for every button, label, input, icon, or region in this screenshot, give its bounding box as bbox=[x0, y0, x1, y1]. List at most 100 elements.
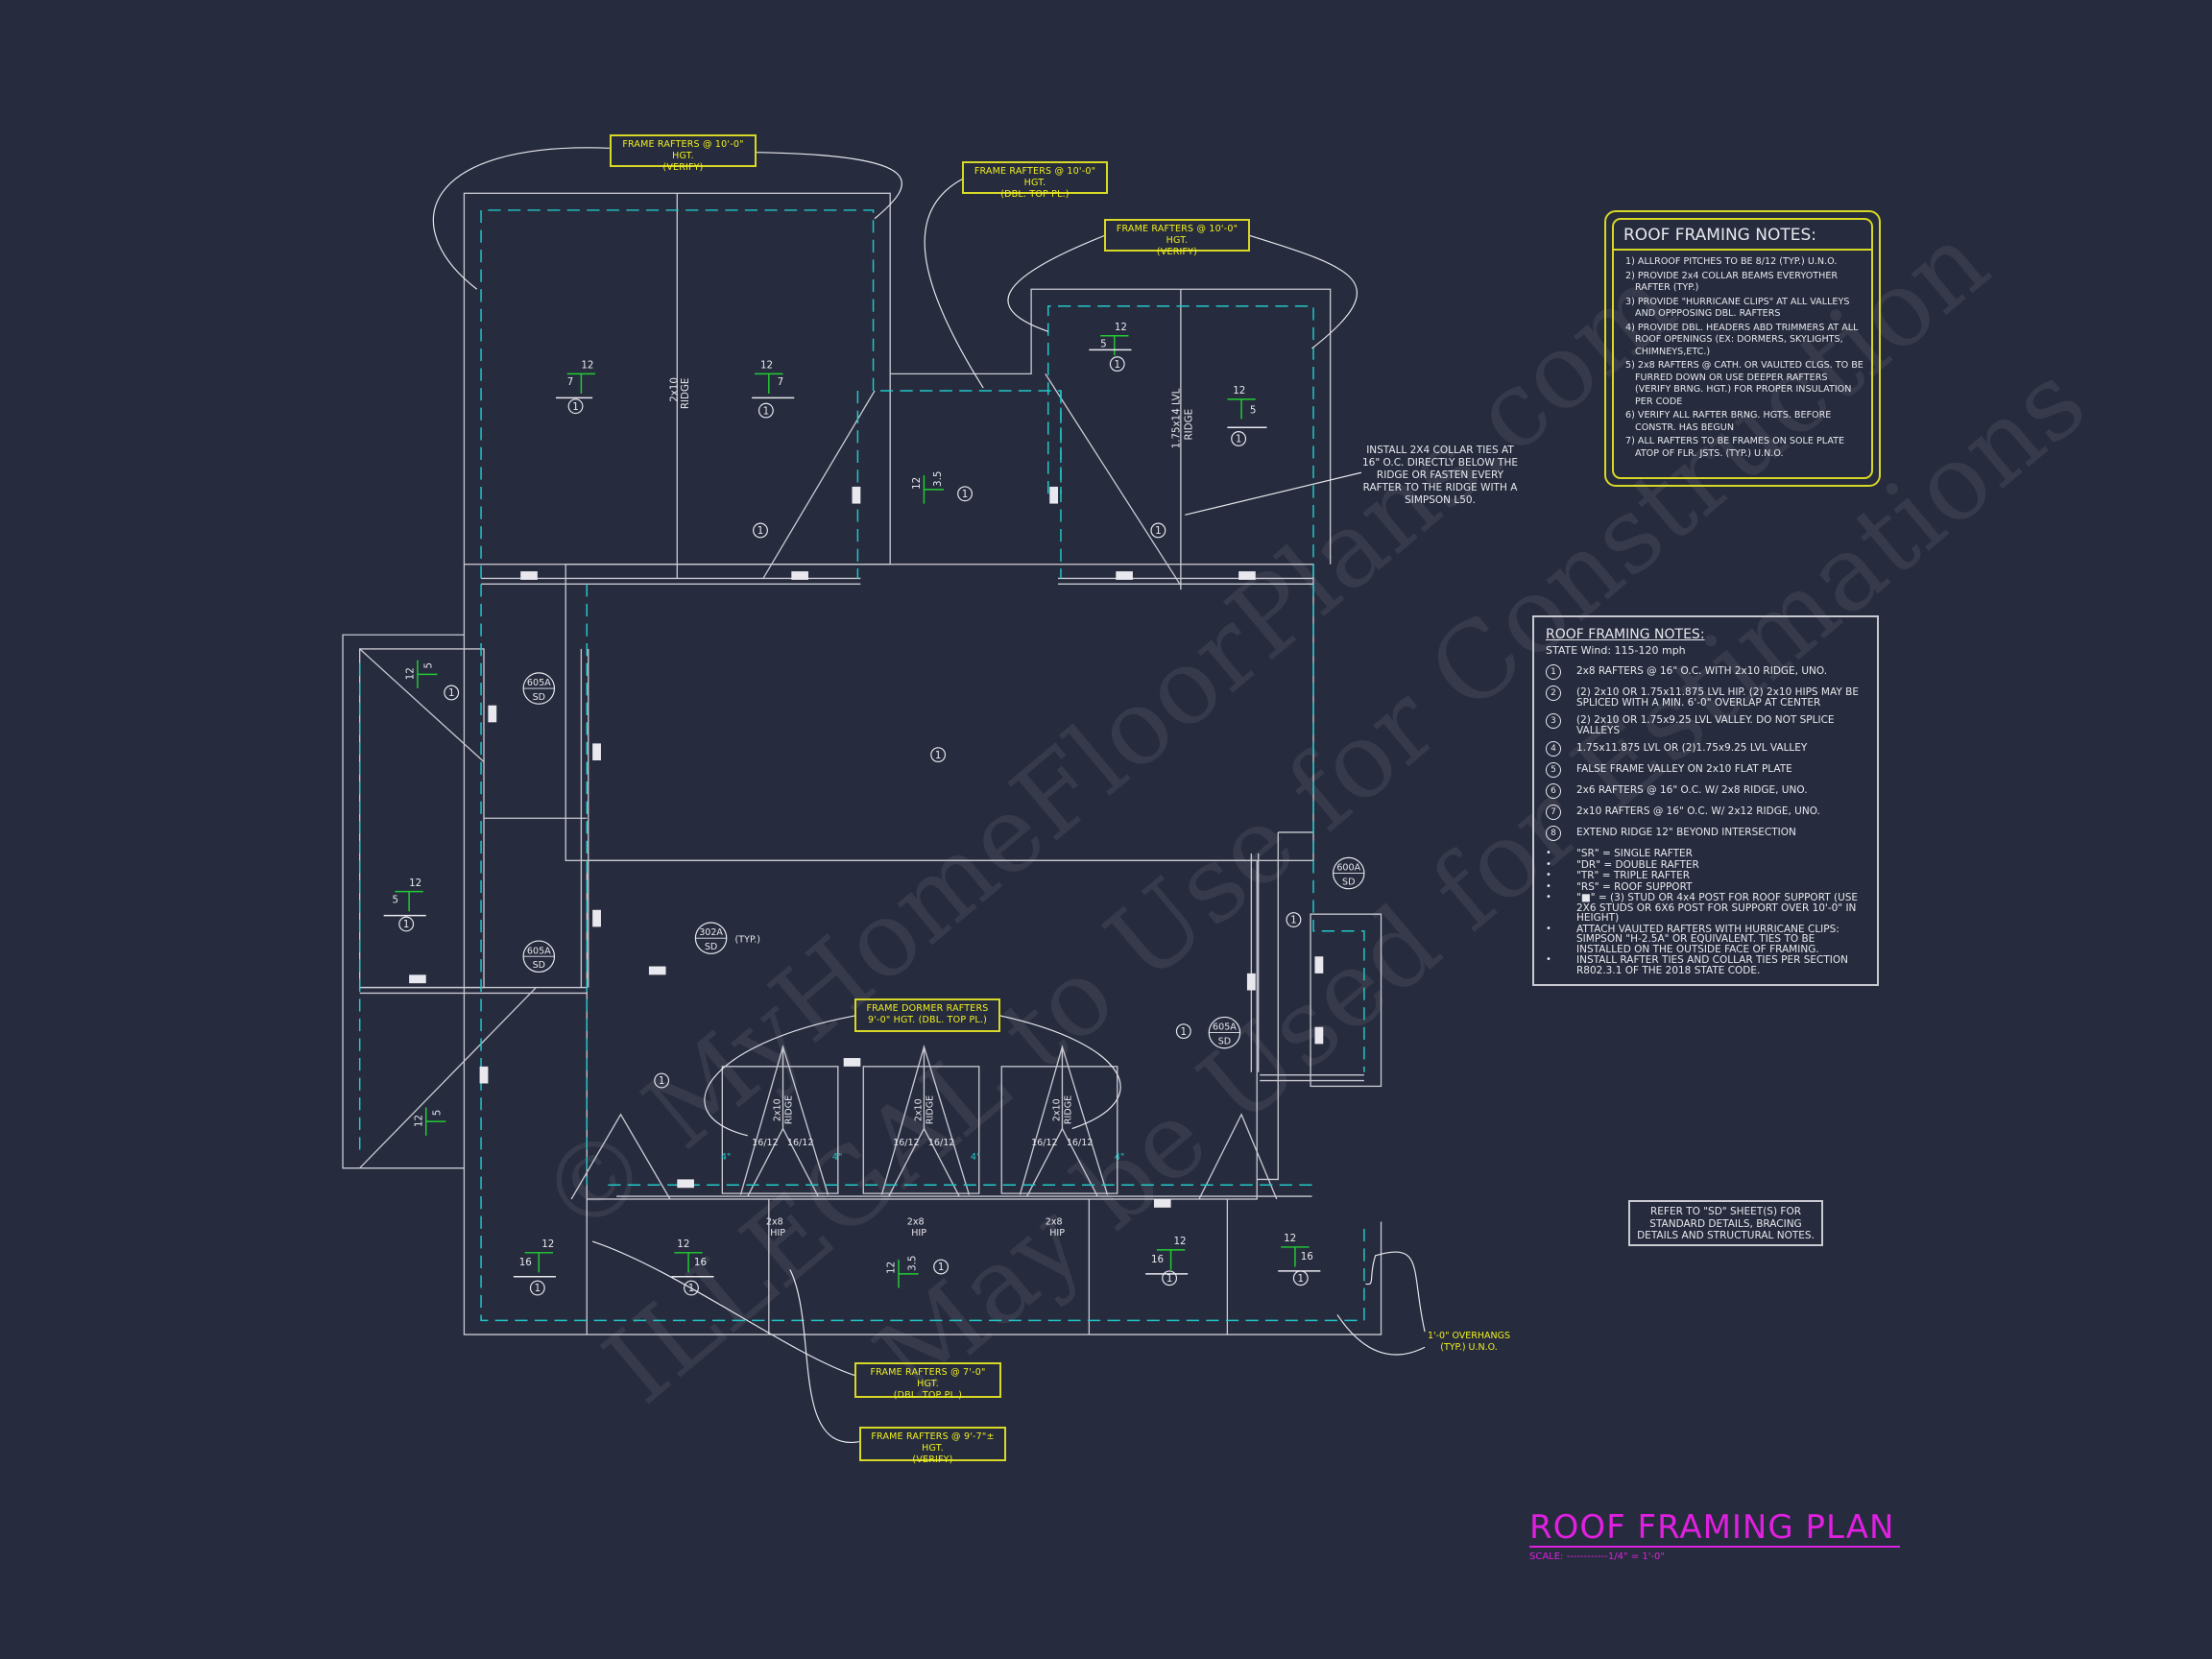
dormer-ridge-label: RIDGE bbox=[783, 1095, 794, 1124]
hip-label: HIP bbox=[1049, 1228, 1065, 1238]
hip-label: 2x8 bbox=[1046, 1216, 1063, 1227]
svg-text:5: 5 bbox=[1250, 405, 1257, 417]
svg-text:12: 12 bbox=[760, 360, 773, 372]
svg-text:7: 7 bbox=[778, 376, 784, 388]
pitch-mark: 125 bbox=[1227, 385, 1267, 428]
callout-circle: 1 bbox=[444, 685, 460, 701]
svg-text:SD: SD bbox=[705, 942, 717, 952]
drawing-title: ROOF FRAMING PLAN bbox=[1529, 1509, 1901, 1548]
overhang-note: 1'-0" OVERHANGS(TYP.) U.N.O. bbox=[1427, 1331, 1511, 1353]
section-tag[interactable]: 302A SD bbox=[694, 922, 728, 954]
dormer bbox=[1000, 1044, 1118, 1197]
svg-text:12: 12 bbox=[581, 360, 593, 372]
svg-text:12: 12 bbox=[1174, 1236, 1187, 1247]
svg-text:1: 1 bbox=[1298, 1273, 1305, 1285]
svg-text:1: 1 bbox=[659, 1075, 665, 1087]
dormer-labels: 2x10 RIDGE 16/12 16/12 2x8 HIP 2x10 RIDG… bbox=[721, 1095, 1124, 1238]
pitch-mark: 12 7 bbox=[555, 360, 596, 399]
svg-text:12: 12 bbox=[541, 1238, 554, 1250]
bullet-item: •"DR" = DOUBLE RAFTER bbox=[1546, 858, 1699, 871]
svg-text:1: 1 bbox=[1155, 525, 1162, 537]
callout-box-rafters-height: FRAME RAFTERS @ 7'-0" HGT.(DBL. TOP PL.) bbox=[854, 1362, 1001, 1401]
bullet-item: •"■" = (3) STUD OR 4x4 POST FOR ROOF SUP… bbox=[1546, 892, 1859, 924]
dormer-pitch-label: 16/12 bbox=[752, 1138, 779, 1148]
notes-title: ROOF FRAMING NOTES: bbox=[1614, 220, 1871, 251]
roof-outline bbox=[342, 192, 1382, 1335]
svg-text:16: 16 bbox=[1151, 1254, 1164, 1265]
note-item: 1) ALLROOF PITCHES TO BE 8/12 (TYP.) U.N… bbox=[1625, 256, 1838, 267]
note-item: 5) 2x8 RAFTERS @ CATH. OR VAULTED CLGS. … bbox=[1625, 360, 1863, 407]
dormer-pitch-label: 16/12 bbox=[893, 1138, 920, 1148]
svg-text:3.5: 3.5 bbox=[907, 1256, 919, 1271]
ridge-label: 2x10 bbox=[668, 377, 680, 402]
drawing-scale: SCALE: ------------1/4" = 1'-0" bbox=[1529, 1551, 1666, 1562]
callout-box-rafters-height: FRAME RAFTERS @ 10'-0" HGT.(VERIFY) bbox=[610, 134, 757, 173]
svg-text:1: 1 bbox=[1181, 1026, 1188, 1038]
svg-text:5: 5 bbox=[431, 1110, 443, 1117]
callout-circle: 1 bbox=[753, 522, 768, 539]
svg-text:12: 12 bbox=[886, 1262, 898, 1274]
rafter-callouts: 1 1 1 1 1 1 1 1 1 1 1 1 1 1 1 1 1 1 bbox=[398, 356, 1309, 1296]
typ-label: (TYP.) bbox=[735, 935, 760, 946]
svg-text:SD: SD bbox=[533, 960, 545, 971]
svg-text:302A: 302A bbox=[699, 927, 723, 938]
note-item: 2) PROVIDE 2x4 COLLAR BEAMS EVERYOTHER R… bbox=[1625, 270, 1839, 294]
bullet-item: •"RS" = ROOF SUPPORT bbox=[1546, 880, 1693, 893]
callout-box-rafters-height: FRAME RAFTERS @ 9'-7"± HGT.(VERIFY) bbox=[859, 1427, 1006, 1465]
note-item: 6) VERIFY ALL RAFTER BRNG. HGTS. BEFORE … bbox=[1625, 410, 1832, 433]
bullet-item: •"SR" = SINGLE RAFTER bbox=[1546, 848, 1693, 859]
svg-text:3.5: 3.5 bbox=[932, 471, 944, 487]
note-item: 3(2) 2x10 OR 1.75x9.25 LVL VALLEY. DO NO… bbox=[1546, 713, 1869, 735]
svg-text:12: 12 bbox=[677, 1238, 689, 1250]
watermark-line: © MyHomeFloorPlans.com bbox=[517, 242, 1697, 1261]
svg-text:12: 12 bbox=[911, 477, 923, 490]
pitch-mark: 12 5 bbox=[413, 1107, 446, 1136]
roof-framing-notes-structural: ROOF FRAMING NOTES: STATE Wind: 115-120 … bbox=[1532, 615, 1879, 986]
note-item: 4) PROVIDE DBL. HEADERS ABD TRIMMERS AT … bbox=[1625, 322, 1859, 357]
hip-label: HIP bbox=[911, 1228, 926, 1238]
svg-text:1: 1 bbox=[572, 401, 579, 413]
svg-text:SD: SD bbox=[1218, 1036, 1231, 1046]
svg-text:12: 12 bbox=[413, 1115, 424, 1127]
svg-text:1: 1 bbox=[448, 687, 455, 699]
svg-text:SD: SD bbox=[533, 692, 545, 703]
ridge-label: 1.75x14 LVL bbox=[1170, 388, 1182, 448]
dormer-ridge-label: 2x10 bbox=[914, 1098, 925, 1121]
bullet-item: •"TR" = TRIPLE RAFTER bbox=[1546, 870, 1691, 881]
callout-circle: 1 bbox=[1175, 1023, 1191, 1040]
plan-labels: 2x10 RIDGE 1.75x14 LVL RIDGE 2x10 RIDGE … bbox=[383, 322, 1365, 1296]
svg-text:1: 1 bbox=[1290, 915, 1297, 926]
wind-speed: STATE Wind: 115-120 mph bbox=[1546, 644, 1686, 657]
dormer bbox=[721, 1044, 839, 1197]
svg-text:1: 1 bbox=[962, 489, 969, 500]
overhang-dimension: 4" bbox=[971, 1152, 980, 1163]
dormer-ridge-label: 2x10 bbox=[773, 1098, 783, 1121]
svg-text:1: 1 bbox=[763, 405, 770, 417]
hip-label: 2x8 bbox=[907, 1216, 925, 1227]
svg-text:16: 16 bbox=[1301, 1251, 1313, 1262]
svg-text:1: 1 bbox=[688, 1283, 695, 1294]
callout-circle: 1 bbox=[1150, 522, 1166, 539]
note-item: 7) ALL RAFTERS TO BE FRAMES ON SOLE PLAT… bbox=[1625, 436, 1845, 459]
svg-text:1: 1 bbox=[938, 1262, 945, 1273]
callout-circle: 1 bbox=[1286, 912, 1302, 927]
svg-text:7: 7 bbox=[567, 376, 574, 388]
pitch-mark: 125 bbox=[405, 660, 438, 689]
svg-text:600A: 600A bbox=[1336, 863, 1360, 874]
pitch-mark: 12 7 bbox=[752, 360, 795, 399]
dormer-pitch-label: 16/12 bbox=[787, 1138, 814, 1148]
svg-text:5: 5 bbox=[1100, 338, 1107, 349]
ridge-label: RIDGE bbox=[680, 378, 691, 410]
